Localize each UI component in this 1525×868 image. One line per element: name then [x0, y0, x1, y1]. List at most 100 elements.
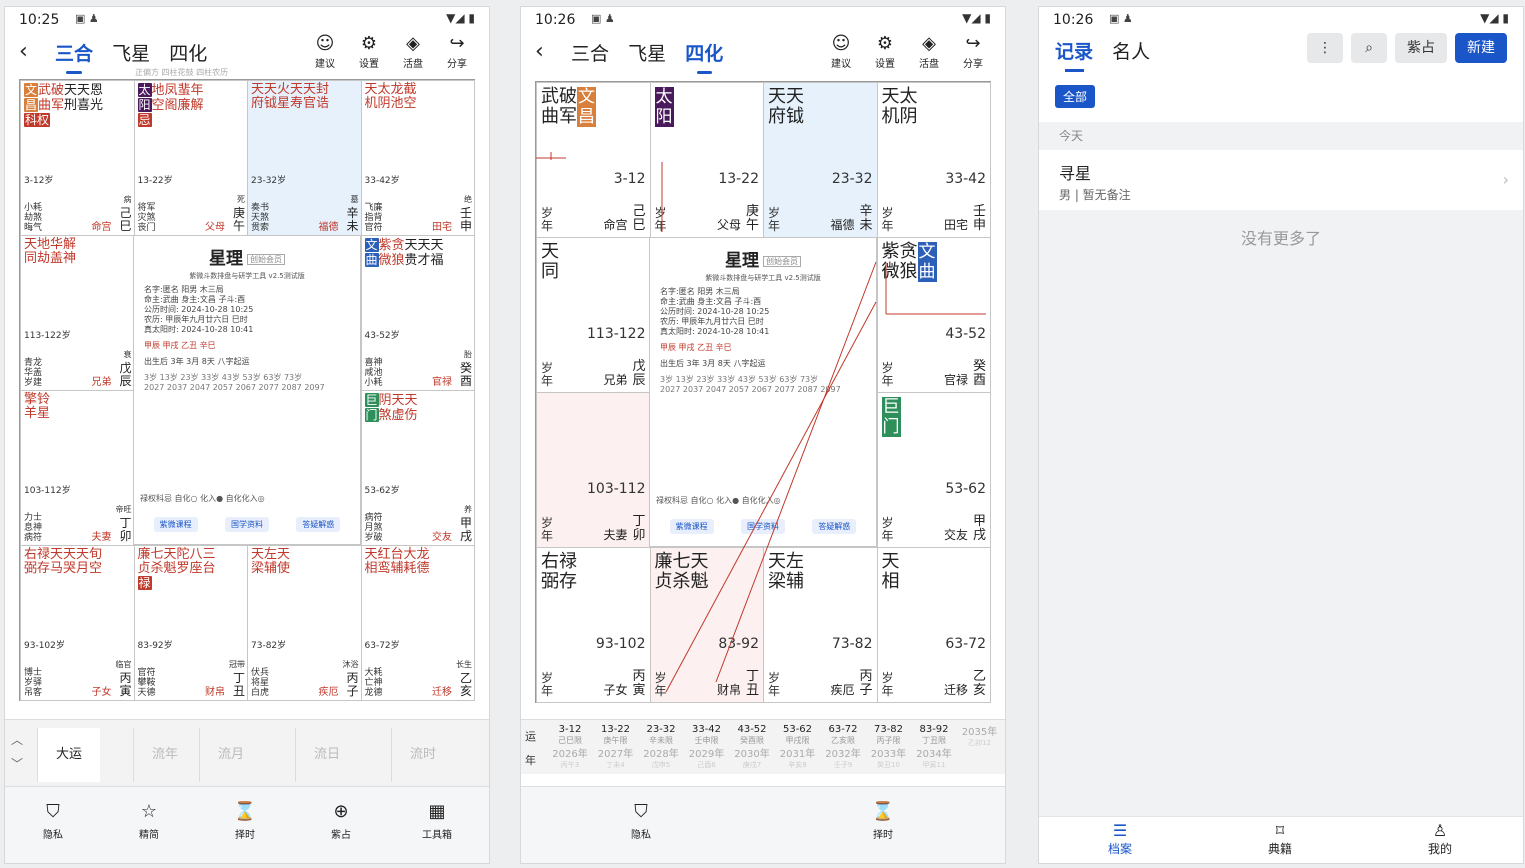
app-subtitle: 紫微斗数排盘与研学工具 v2.5测试版	[705, 274, 821, 282]
new-record-button[interactable]: 新建	[1455, 33, 1507, 63]
segment-liushi[interactable]: 流时	[391, 728, 454, 782]
palace-range: 63-72岁	[364, 641, 400, 651]
materials-button[interactable]: 国学资料	[224, 517, 269, 532]
segment-liunian[interactable]: 流年	[133, 728, 196, 782]
palace-range: 3-12岁	[24, 176, 54, 186]
palace-range: 93-102岁	[24, 641, 65, 651]
palace-gods: 飞廉 指背 官符	[364, 203, 383, 233]
chevron-down-icon[interactable]: ﹀	[11, 757, 24, 771]
chart-screen-sihua: 10:26 ▣ ♟ ▼◢ ▮ ‹ 三合 飞星 四化 ☺建议⚙设置◈活盘↪分享 天…	[520, 6, 1006, 864]
tab-celebrities[interactable]: 名人	[1112, 41, 1151, 63]
materials-button[interactable]: 国学资料	[740, 519, 785, 534]
live-chart-button[interactable]: ◈活盘	[907, 33, 951, 70]
zizhan-button[interactable]: 紫占	[1395, 33, 1447, 63]
tab-records[interactable]: 记录	[1055, 37, 1093, 72]
star-tag: 文	[917, 242, 937, 262]
palace-range: 73-82岁	[251, 641, 287, 651]
segment-liuri[interactable]: 流日	[295, 728, 358, 782]
settings-button[interactable]: ⚙设置	[863, 33, 907, 70]
qa-button[interactable]: 答疑解惑	[296, 517, 341, 532]
yun-column[interactable]: 2035年乙卯12	[961, 727, 998, 747]
tab-sihua[interactable]: 四化	[169, 43, 208, 65]
filter-chip-all[interactable]: 全部	[1055, 85, 1096, 108]
bottom-nav: ⛉隐私 ⌛择时	[521, 786, 1005, 863]
nav-privacy[interactable]: ⛉隐私	[23, 801, 83, 841]
tab-sihua[interactable]: 四化	[685, 39, 723, 74]
course-button[interactable]: 紫微课程	[153, 517, 198, 532]
tab-sanhe[interactable]: 三合	[571, 43, 610, 65]
back-arrow-icon[interactable]: ‹	[535, 39, 544, 64]
star-tag: 太	[137, 83, 152, 97]
palace-stars: 巨阴天天门煞虚伤	[364, 393, 418, 423]
segment-dayun[interactable]: 大运	[37, 728, 100, 782]
share-button[interactable]: ↪分享	[435, 33, 479, 70]
live-chart-button[interactable]: ◈活盘	[391, 33, 435, 70]
nav-privacy[interactable]: ⛉隐私	[611, 801, 671, 841]
tab-feixing[interactable]: 飞星	[112, 43, 151, 65]
palace-stars: 天太龙截机阴池空	[364, 82, 417, 111]
palace-ganzhi: 乙亥	[460, 671, 473, 698]
share-button[interactable]: ↪分享	[951, 33, 995, 70]
nav-zizhan[interactable]: ⊕紫占	[311, 801, 371, 841]
record-item[interactable]: 寻星 男 | 暂无备注 ›	[1039, 150, 1523, 211]
settings-button[interactable]: ⚙设置	[347, 33, 391, 70]
nav-classics[interactable]: ⌑典籍	[1245, 821, 1315, 857]
qa-button[interactable]: 答疑解惑	[812, 519, 857, 534]
nav-select-time[interactable]: ⌛择时	[215, 801, 275, 841]
nav-select-time[interactable]: ⌛择时	[853, 801, 913, 841]
tab-sanhe[interactable]: 三合	[55, 39, 93, 74]
nav-simplify[interactable]: ☆精简	[119, 801, 179, 841]
nav-mine[interactable]: ♙我的	[1405, 821, 1475, 857]
suggest-button[interactable]: ☺建议	[303, 33, 347, 70]
share-icon: ↪	[965, 33, 981, 54]
share-icon: ↪	[449, 33, 465, 54]
sui-nian: 岁 年	[768, 206, 781, 233]
segment-liuyue[interactable]: 流月	[199, 728, 262, 782]
palace-ganzhi: 丁丑	[233, 671, 246, 698]
suggest-button[interactable]: ☺建议	[819, 33, 863, 70]
star-tag: 曲	[917, 262, 937, 282]
nav-toolbox[interactable]: ▦工具箱	[407, 801, 467, 841]
more-button[interactable]: ⋮	[1307, 33, 1343, 63]
nav-archive[interactable]: ☰档案	[1085, 821, 1155, 857]
toolbar: ☺建议⚙设置◈活盘↪分享	[819, 33, 995, 71]
tab-feixing[interactable]: 飞星	[628, 43, 667, 65]
back-arrow-icon[interactable]: ‹	[19, 39, 28, 64]
course-button[interactable]: 紫微课程	[669, 519, 714, 534]
chevron-up-icon[interactable]: ︿	[11, 733, 24, 747]
search-button[interactable]: ⌕	[1351, 33, 1387, 63]
